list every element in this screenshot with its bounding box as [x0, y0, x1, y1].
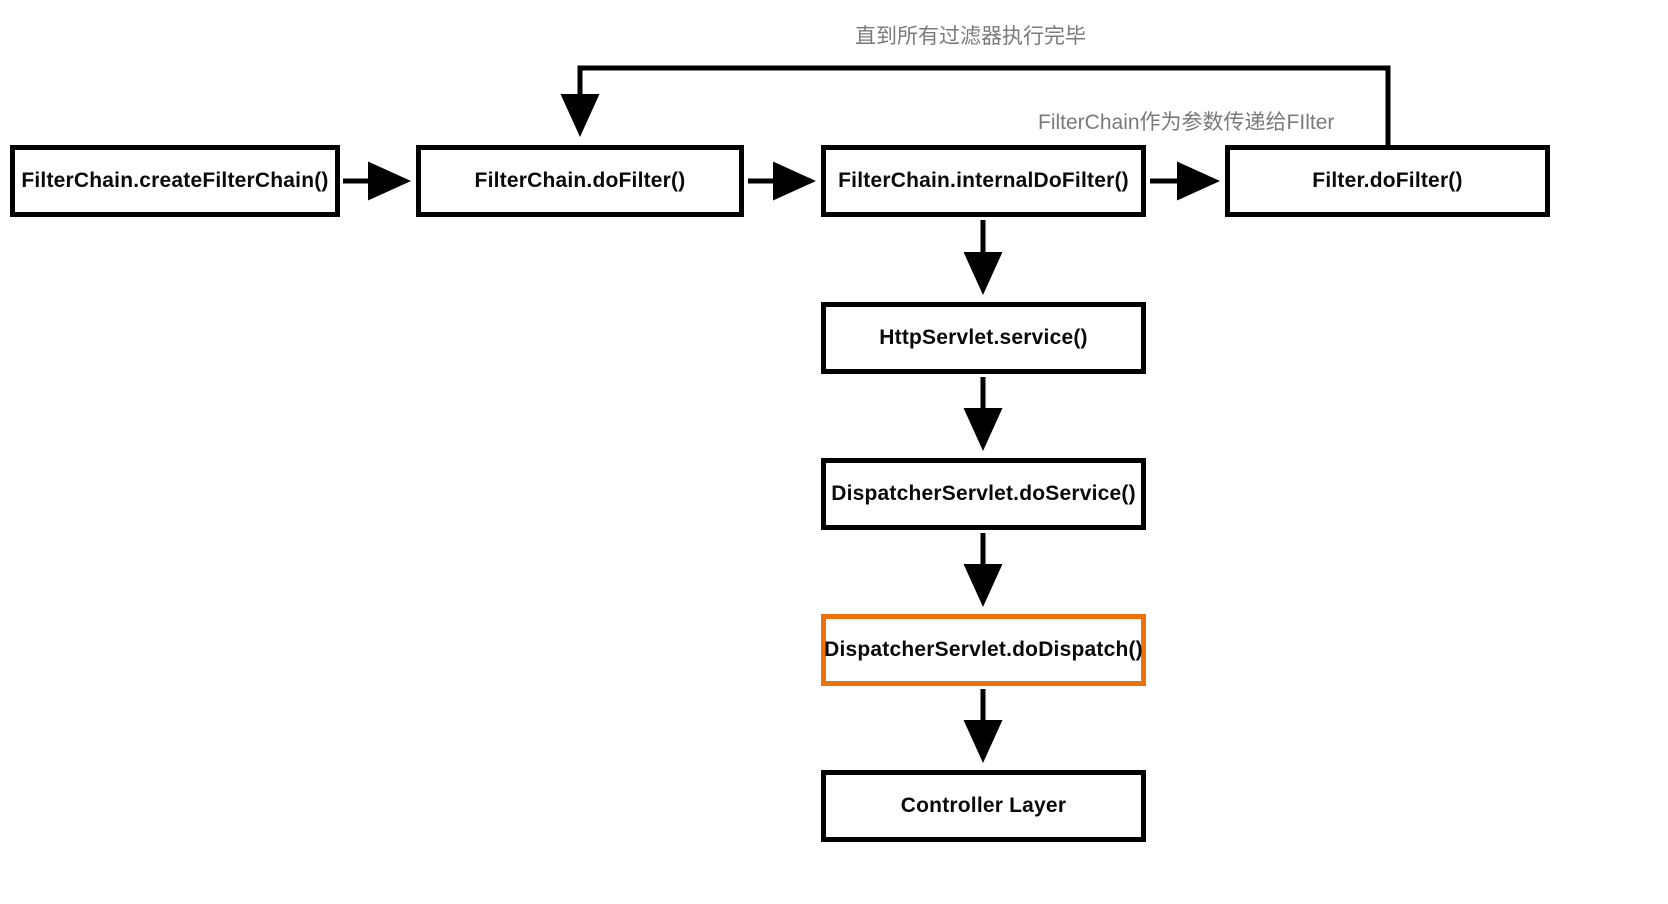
node-filterchain-createfilterchain[interactable]: FilterChain.createFilterChain()	[10, 145, 340, 217]
node-label: Controller Layer	[900, 794, 1067, 818]
node-label: FilterChain.createFilterChain()	[21, 169, 329, 193]
annotation-param-label: FilterChain作为参数传递给FIlter	[1038, 111, 1335, 134]
node-label: FilterChain.internalDoFilter()	[838, 169, 1129, 193]
node-label: FilterChain.doFilter()	[474, 169, 686, 193]
node-filter-dofilter[interactable]: Filter.doFilter()	[1225, 145, 1550, 217]
node-httpservlet-service[interactable]: HttpServlet.service()	[821, 302, 1146, 374]
node-filterchain-dofilter[interactable]: FilterChain.doFilter()	[416, 145, 744, 217]
node-label: DispatcherServlet.doDispatch()	[824, 638, 1143, 662]
node-label: DispatcherServlet.doService()	[831, 482, 1136, 506]
node-label: Filter.doFilter()	[1312, 169, 1463, 193]
node-filterchain-internaldofilter[interactable]: FilterChain.internalDoFilter()	[821, 145, 1146, 217]
node-dispatcherservlet-dodispatch[interactable]: DispatcherServlet.doDispatch()	[821, 614, 1146, 686]
node-label: HttpServlet.service()	[879, 326, 1088, 350]
annotation-loop-label: 直到所有过滤器执行完毕	[855, 25, 1086, 48]
node-controller-layer[interactable]: Controller Layer	[821, 770, 1146, 842]
node-dispatcherservlet-doservice[interactable]: DispatcherServlet.doService()	[821, 458, 1146, 530]
